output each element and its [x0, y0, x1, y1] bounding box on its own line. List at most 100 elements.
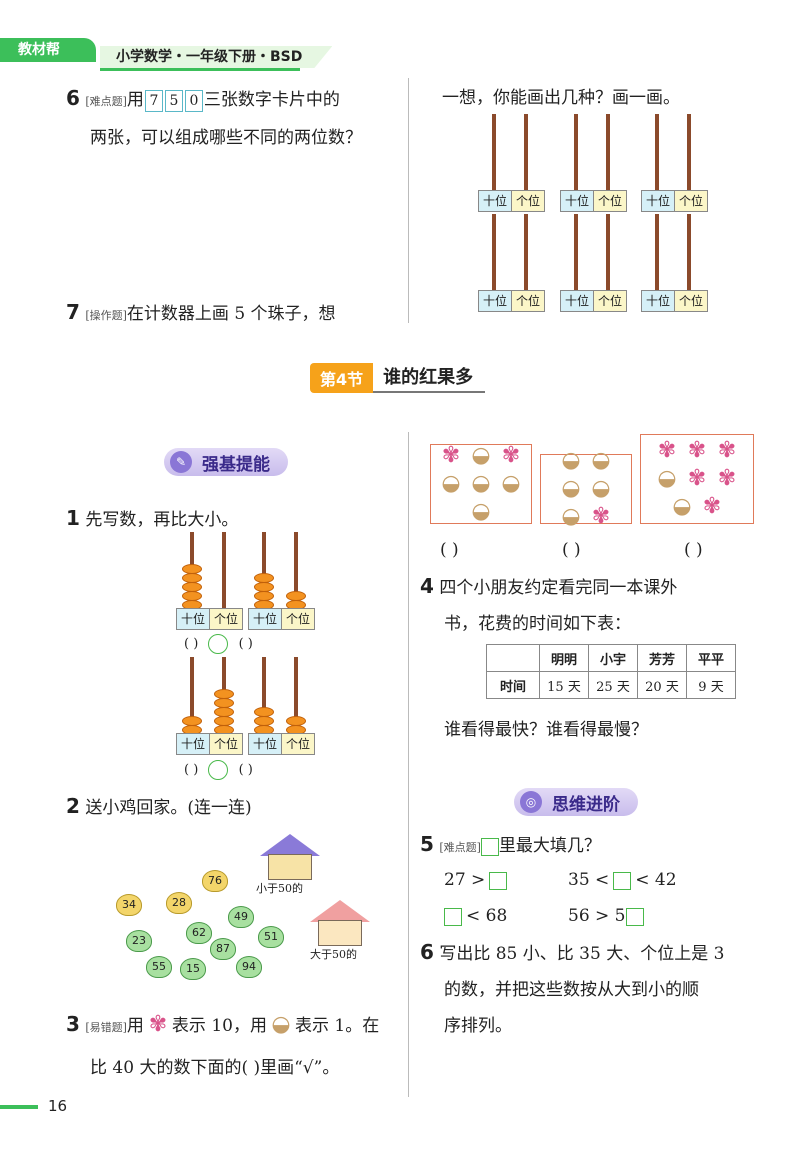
- abacus-bead: [182, 716, 202, 726]
- header-title: 小学数学・一年级下册・BSD: [100, 46, 332, 68]
- number-card: 7: [144, 89, 163, 112]
- shuttlecock-feather-icon: ✾: [501, 443, 521, 468]
- abacus-bead: [254, 707, 274, 717]
- shuttlecock-feather-icon: ✾: [702, 494, 722, 519]
- number-card: 0: [184, 89, 203, 112]
- tens-label: 十位: [561, 191, 594, 211]
- table-row-head: 时间: [486, 671, 540, 699]
- abacus-bead: [182, 591, 202, 601]
- q6-text-post: 三张数字卡片中的: [203, 90, 340, 110]
- chick-76[interactable]: 76: [202, 870, 228, 892]
- shuttlecock-feather-icon: ✾: [148, 1012, 168, 1037]
- abacus-base: 十位个位: [560, 190, 627, 212]
- abacus-base: 十位个位: [248, 733, 315, 755]
- table-corner: [486, 644, 540, 672]
- answer-blank[interactable]: ( ): [184, 636, 199, 652]
- ones-label: 个位: [210, 734, 242, 754]
- empty-abacus[interactable]: 十位个位: [478, 112, 545, 212]
- tens-label: 十位: [561, 291, 594, 311]
- tens-label: 十位: [642, 191, 675, 211]
- answer-box[interactable]: [480, 837, 499, 856]
- answer-box[interactable]: [489, 871, 508, 890]
- shuttlecock-feather-icon: ✾: [687, 466, 707, 491]
- abacus[interactable]: 十位个位: [248, 655, 315, 755]
- q3-text-line2: 比 40 大的数下面的( )里画“√”。: [90, 1058, 340, 1078]
- ones-label: 个位: [594, 191, 626, 211]
- answer-box[interactable]: [444, 907, 462, 926]
- chick-87[interactable]: 87: [210, 938, 236, 960]
- answer-blank[interactable]: ( ): [238, 636, 253, 652]
- abacus[interactable]: 十位个位: [248, 530, 315, 630]
- abacus-rod: [286, 532, 306, 610]
- q6b-text-line2: 的数，并把这些数按从大到小的顺: [444, 980, 699, 1000]
- section-title: 第4节 谁的红果多: [310, 363, 486, 393]
- table-header: 明明: [539, 644, 589, 672]
- q3-blank-1[interactable]: ( ): [440, 540, 459, 560]
- question-tag: [难点题]: [439, 841, 481, 854]
- chick-34[interactable]: 34: [116, 894, 142, 916]
- table-header: 芳芳: [637, 644, 687, 672]
- compare-circle[interactable]: [208, 760, 229, 780]
- shuttlecock-icon: ◒: [672, 494, 692, 519]
- table-cell: 9 天: [686, 671, 736, 699]
- shuttlecock-icon: ◒: [471, 443, 491, 468]
- tens-label: 十位: [479, 291, 512, 311]
- ones-label: 个位: [675, 191, 707, 211]
- abacus-bead: [214, 716, 234, 726]
- answer-box[interactable]: [625, 907, 644, 926]
- q1-answer-row-2: ( ) ( ): [184, 760, 253, 780]
- empty-abacus[interactable]: 十位个位: [560, 112, 627, 212]
- page-number: 16: [48, 1097, 68, 1115]
- ones-label: 个位: [512, 191, 544, 211]
- answer-blank[interactable]: ( ): [238, 762, 253, 778]
- q6-text-line2: 两张，可以组成哪些不同的两位数？: [90, 128, 362, 148]
- shuttlecock-feather-icon: ✾: [441, 443, 461, 468]
- chick-94[interactable]: 94: [236, 956, 262, 978]
- empty-abacus[interactable]: 十位个位: [560, 212, 627, 312]
- abacus-base: 十位个位: [248, 608, 315, 630]
- answer-box[interactable]: [613, 871, 632, 890]
- abacus[interactable]: 十位个位: [176, 655, 243, 755]
- chick-62[interactable]: 62: [186, 922, 212, 944]
- q3-blank-3[interactable]: ( ): [684, 540, 703, 560]
- empty-abacus[interactable]: 十位个位: [641, 112, 708, 212]
- pencil-icon: ✎: [170, 451, 192, 473]
- abacus-rod: [286, 657, 306, 735]
- answer-blank[interactable]: ( ): [184, 762, 199, 778]
- q3-blank-2[interactable]: ( ): [562, 540, 581, 560]
- house-greater-than-50[interactable]: [310, 900, 370, 946]
- q5-expr-text: 56 > 5: [568, 906, 626, 926]
- house-less-than-50[interactable]: [260, 834, 320, 880]
- question-number: 4: [420, 574, 434, 598]
- abacus-base: 十位个位: [176, 608, 243, 630]
- abacus-rod: [182, 657, 202, 735]
- compare-circle[interactable]: [208, 634, 229, 654]
- abacus-bead: [214, 707, 234, 717]
- table-header: 平平: [686, 644, 736, 672]
- question-1: 1 先写数，再比大小。: [66, 500, 238, 538]
- chick-51[interactable]: 51: [258, 926, 284, 948]
- tens-label: 十位: [249, 734, 282, 754]
- empty-abacus[interactable]: 十位个位: [641, 212, 708, 312]
- chick-23[interactable]: 23: [126, 930, 152, 952]
- ones-label: 个位: [675, 291, 707, 311]
- q4-text-line1: 四个小朋友约定看完同一本课外: [439, 578, 678, 598]
- table-cell: 20 天: [637, 671, 687, 699]
- table-cell: 15 天: [539, 671, 589, 699]
- question-number: 6: [420, 940, 434, 964]
- ones-label: 个位: [512, 291, 544, 311]
- chick-28[interactable]: 28: [166, 892, 192, 914]
- chick-49[interactable]: 49: [228, 906, 254, 928]
- tens-label: 十位: [642, 291, 675, 311]
- empty-abacus[interactable]: 十位个位: [478, 212, 545, 312]
- abacus-bead: [214, 698, 234, 708]
- chick-15[interactable]: 15: [180, 958, 206, 980]
- column-divider-bottom: [408, 432, 409, 1097]
- shuttlecock-feather-icon: ✾: [591, 504, 611, 529]
- abacus-bead: [254, 582, 274, 592]
- shuttlecock-icon: ◒: [501, 471, 521, 496]
- abacus[interactable]: 十位个位: [176, 530, 243, 630]
- pill-label: 强基提能: [202, 454, 270, 475]
- section-pill-basic: ✎ 强基提能: [164, 448, 288, 476]
- chick-55[interactable]: 55: [146, 956, 172, 978]
